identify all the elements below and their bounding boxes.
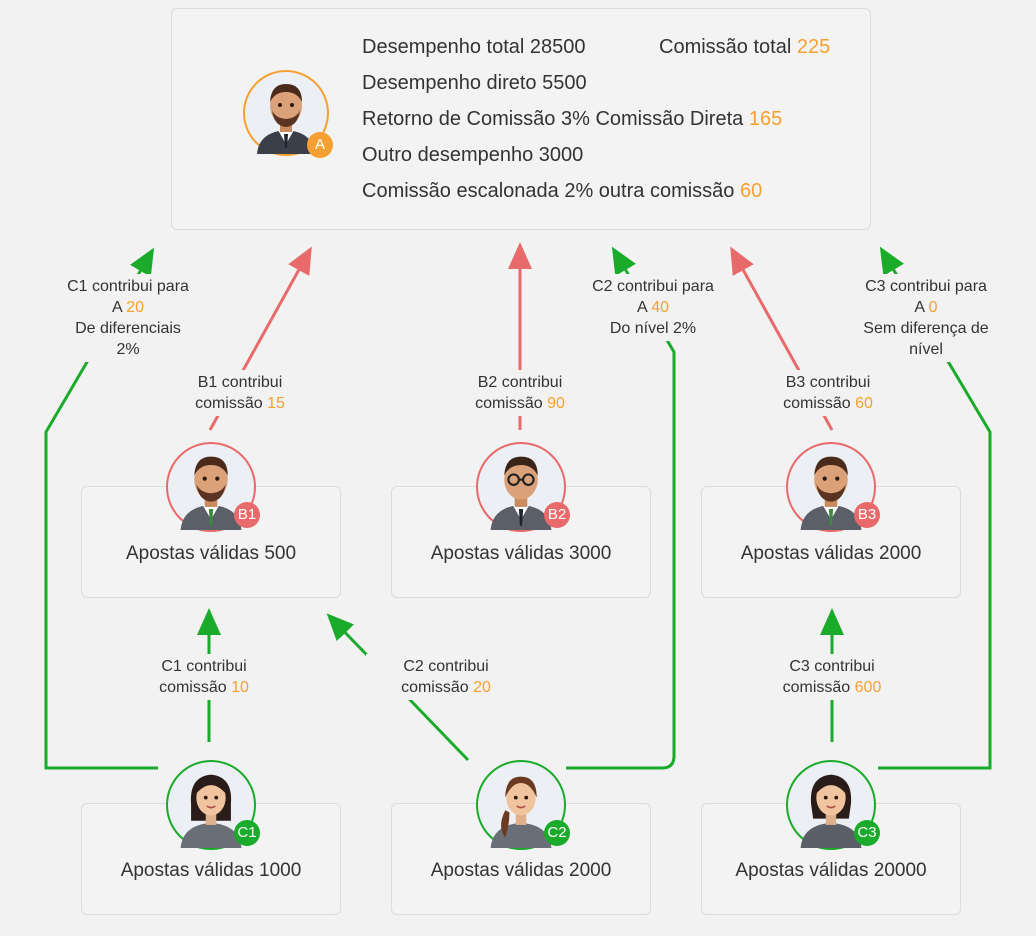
other-performance: Outro desempenho 3000 <box>362 144 584 166</box>
avatar-badge-b3: B3 <box>854 502 880 528</box>
avatar-b2: B2 <box>476 442 570 532</box>
node-b1-text: Apostas válidas 500 <box>125 543 297 564</box>
node-c3-text: Apostas válidas 20000 <box>735 860 927 881</box>
total-commission: Comissão total 225 <box>659 36 831 58</box>
avatar-c3: C3 <box>786 760 880 850</box>
node-b3-text: Apostas válidas 2000 <box>740 543 922 564</box>
avatar-badge-c3: C3 <box>854 820 880 846</box>
direct-commission: Retorno de Comissão 3% Comissão Direta 1… <box>362 108 783 130</box>
man-avatar-icon <box>180 456 242 530</box>
avatar-c2: C2 <box>476 760 570 850</box>
avatar-badge-c1: C1 <box>234 820 260 846</box>
man-with-glasses-avatar-icon <box>490 456 552 530</box>
woman-avatar-icon <box>180 774 242 848</box>
avatar-b1: B1 <box>166 442 260 532</box>
avatar-c1: C1 <box>166 760 260 850</box>
man-avatar-icon <box>257 84 315 154</box>
tiered-commission: Comissão escalonada 2% outra comissão 60 <box>362 180 763 202</box>
avatar-badge-a: A <box>307 132 333 158</box>
woman-ponytail-avatar-icon <box>490 776 552 848</box>
avatar-badge-b1: B1 <box>234 502 260 528</box>
node-b2-text: Apostas válidas 3000 <box>430 543 612 564</box>
avatar-badge-c2: C2 <box>544 820 570 846</box>
man-avatar-icon <box>800 456 862 530</box>
avatar-a: A <box>243 70 333 158</box>
node-c2-text: Apostas válidas 2000 <box>430 860 612 881</box>
avatar-badge-b2: B2 <box>544 502 570 528</box>
total-performance: Desempenho total 28500 <box>362 36 586 58</box>
node-c1-text: Apostas válidas 1000 <box>120 860 302 881</box>
direct-performance: Desempenho direto 5500 <box>362 72 587 94</box>
avatar-b3: B3 <box>786 442 880 532</box>
summary-panel: A Desempenho total 28500 Comissão total … <box>171 8 871 230</box>
woman-avatar-icon <box>800 774 862 848</box>
arrow-c2-to-a <box>566 246 676 770</box>
